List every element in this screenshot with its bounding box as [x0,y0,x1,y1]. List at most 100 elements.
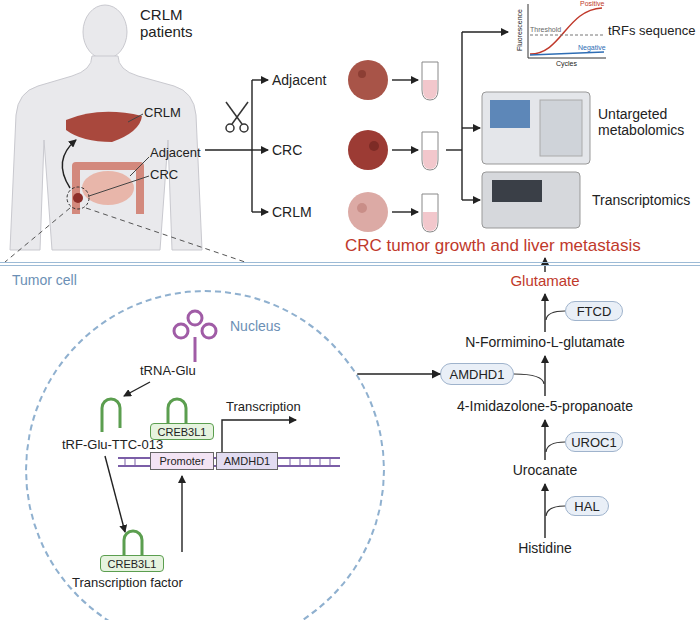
pathway-arrow [544,484,545,538]
text-label: Transcription factor [72,576,183,591]
threshold-line [530,35,604,36]
text-label: tRFs sequence [608,24,695,39]
scissors-handle [226,124,234,132]
sample-arrow [252,79,268,80]
text-label: Fluorescence [516,9,524,51]
text-label: CRC [272,142,302,158]
leader-line [130,157,149,176]
text-label: Urocanate [425,462,665,478]
sequencer [482,172,580,228]
text-label: tRF-Glu-TTC-013 [62,438,163,453]
sample-arrow [252,211,268,212]
text-label: CRC [150,168,178,183]
catalysis-curve [514,374,544,384]
analysis-arrow [462,199,480,200]
tissue-sample [348,130,388,170]
trna-loop [202,324,216,338]
zoom-line [5,208,70,262]
trf-hairpin [168,399,186,423]
pathway-arrow [544,356,545,396]
instrument-panel [490,100,530,128]
transcription-arrow [222,420,296,452]
trf-hairpin [124,531,142,555]
text-label: Transcriptomics [592,192,690,208]
text-label: Transcription [226,400,301,415]
connector [357,373,440,375]
promoter-box: Promoter [150,452,214,470]
nucleus-circle: NucleusCREB3L1PromoterAMDHD1CREB3L1 [25,290,385,620]
enzyme-pill: HAL [565,496,609,516]
sampling-line [205,149,252,150]
node-text: CREB3L1 [108,558,157,570]
text-label: CRLM [144,106,181,121]
sample-arrow [252,149,268,150]
enzyme-pill: UROC1 [565,432,623,452]
text-label: Adjacent [150,146,201,161]
binding-arrow [181,476,182,552]
tissue-sample [348,60,388,100]
sample-arrow [392,211,418,212]
small-intestine [82,171,134,205]
node-text: Tumor cell [12,272,77,288]
tissue-texture [358,70,366,78]
analysis-bracket [461,32,462,200]
leader-line [89,176,149,196]
text-label: CRLM patients [140,6,220,41]
text-label: CRLM [272,204,312,220]
node-text: AMDHD1 [224,455,270,467]
sample-tube [422,194,438,232]
process-arrow [124,382,150,396]
enzyme-pill: FTCD [565,301,623,321]
negative-curve [530,52,604,55]
tube-liquid [423,212,437,231]
trna-loop [174,324,188,338]
node-text: FTCD [577,304,612,319]
scissors-handle [240,124,248,132]
text-label: Positive [580,0,605,8]
tube-liquid [423,80,437,99]
trna-stem [194,337,197,362]
trf-hairpin [102,399,120,432]
leader-line [128,114,143,122]
sample-arrow [392,79,418,80]
text-label: Adjacent [272,72,326,88]
tissue-texture [369,141,379,151]
scissors-blade [226,102,242,124]
pathway-arrow [544,420,545,460]
text-label: 4-Imidazolone-5-propanoate [425,398,665,414]
tube-liquid [423,150,437,169]
text-label: Negative [578,44,606,52]
tumor-outline [67,187,89,209]
head [83,5,127,59]
text-label: tRNA-Glu [140,364,196,379]
text-label: CRC tumor growth and liver metastasis [345,236,641,256]
node-text: UROC1 [571,435,617,450]
sample-tube [422,62,438,100]
body-silhouette [10,56,202,250]
text-label: N-Formimino-L-glutamate [425,334,665,350]
tissue-texture [357,203,367,213]
liver [66,112,142,142]
text-label: Cycles [556,60,577,68]
text-label: Histidine [425,540,665,556]
text-label: Glutamate [425,272,665,289]
sampling-bracket [251,80,252,212]
node-text: Nucleus [230,318,281,334]
tissue-sample [348,192,388,232]
factor-box: CREB3L1 [100,555,164,572]
pathway-arrow [544,294,545,332]
analysis-line [446,149,462,150]
mass-spectrometer [482,92,590,164]
tumor-site [73,193,83,203]
instrument-column [540,100,582,156]
sample-arrow [392,149,418,150]
node-text: CREB3L1 [158,426,207,438]
metastasis-arrow [62,140,76,188]
sequencer-screen [492,180,542,202]
node-text: AMDHD1 [450,367,505,382]
analysis-arrow [462,31,508,32]
text-label: Threshold [530,26,561,34]
analysis-arrow [462,127,480,128]
zoom-line [86,208,245,262]
trna-loop [188,311,202,325]
